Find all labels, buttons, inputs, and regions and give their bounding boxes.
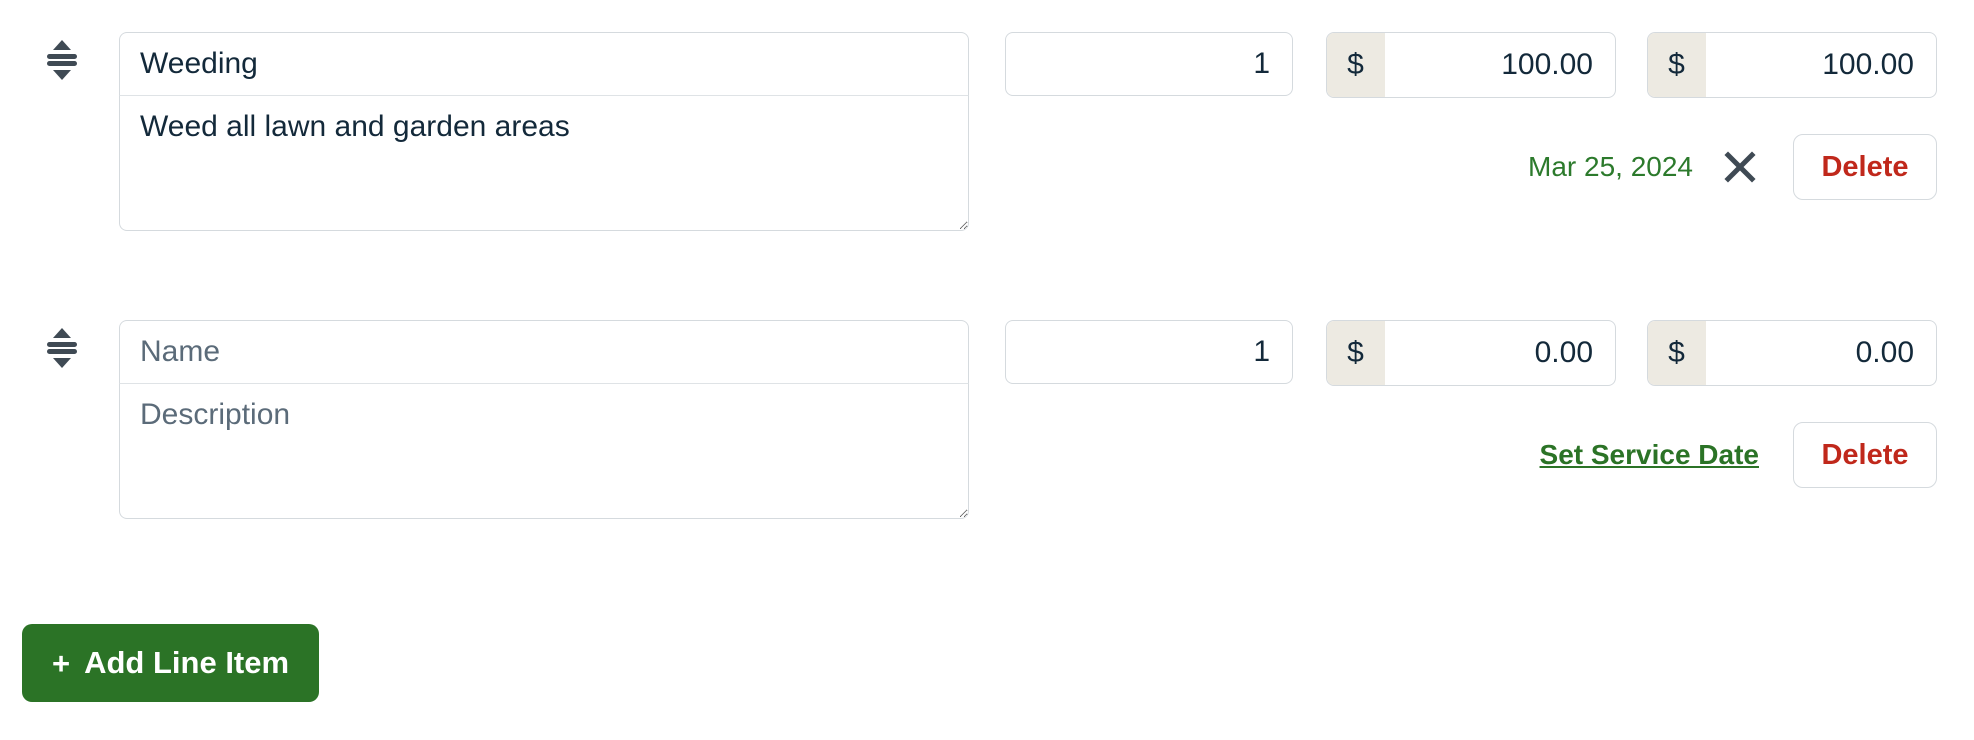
drag-reorder-icon[interactable] <box>40 326 84 370</box>
delete-line-item-button[interactable]: Delete <box>1793 134 1937 200</box>
add-line-item-button[interactable]: + Add Line Item <box>22 624 320 702</box>
delete-line-item-button[interactable]: Delete <box>1793 422 1937 488</box>
line-item-quantity-input[interactable] <box>1005 32 1293 96</box>
line-item-actions: Set Service Date Delete <box>1540 422 1937 488</box>
line-item-description-input[interactable] <box>119 96 969 231</box>
line-item-name-input[interactable] <box>119 32 969 96</box>
line-item-row: $ $ Set Service Date Delete <box>0 288 1974 562</box>
line-item-actions: Mar 25, 2024 Delete <box>1528 134 1937 200</box>
currency-symbol: $ <box>1648 33 1706 97</box>
close-x-icon[interactable] <box>1719 146 1761 188</box>
line-item-unit-price-input[interactable] <box>1385 321 1615 385</box>
name-description-group <box>119 320 969 519</box>
quantity-group <box>1005 32 1293 96</box>
name-description-group <box>119 32 969 231</box>
currency-symbol: $ <box>1327 321 1385 385</box>
unit-price-group: $ <box>1326 320 1616 386</box>
line-item-unit-price-input[interactable] <box>1385 33 1615 97</box>
quantity-group <box>1005 320 1293 384</box>
line-item-description-input[interactable] <box>119 384 969 519</box>
line-item-total-input[interactable] <box>1706 321 1936 385</box>
line-item-name-input[interactable] <box>119 320 969 384</box>
line-items-list: $ $ Mar 25, 2024 Delete <box>0 0 1974 519</box>
drag-reorder-icon[interactable] <box>40 38 84 82</box>
currency-symbol: $ <box>1648 321 1706 385</box>
line-item-total-input[interactable] <box>1706 33 1936 97</box>
line-item-row: $ $ Mar 25, 2024 Delete <box>0 0 1974 274</box>
add-line-item-label: Add Line Item <box>84 645 290 680</box>
line-item-quantity-input[interactable] <box>1005 320 1293 384</box>
set-service-date-link[interactable]: Set Service Date <box>1539 439 1759 470</box>
plus-icon: + <box>52 645 71 681</box>
service-date-value[interactable]: Mar 25, 2024 <box>1528 151 1693 182</box>
line-total-group: $ <box>1647 32 1937 98</box>
unit-price-group: $ <box>1326 32 1616 98</box>
currency-symbol: $ <box>1327 33 1385 97</box>
line-total-group: $ <box>1647 320 1937 386</box>
